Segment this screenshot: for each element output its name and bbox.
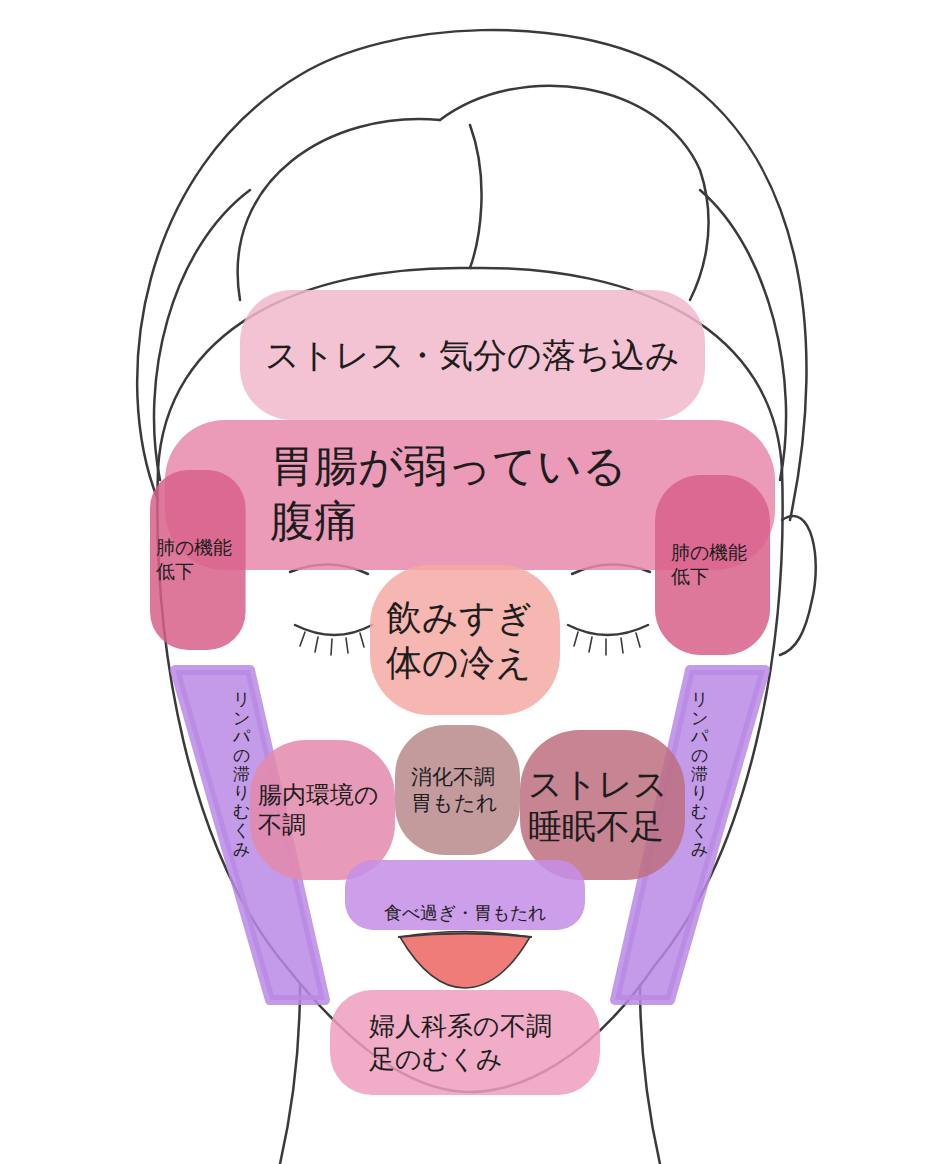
neck-line [640, 985, 660, 1164]
face-zone: 肺の機能 低下 [150, 470, 246, 650]
zone-label: 肺の機能 低下 [671, 541, 755, 589]
zone-shape [395, 725, 520, 855]
face-zone: 腸内環境の 不調 [250, 740, 395, 880]
zone-label: 肺の機能 低下 [156, 536, 240, 584]
face-zone: 飲みすぎ 体の冷え [370, 565, 560, 715]
hair-strand [470, 125, 482, 268]
zone-blob [520, 730, 685, 880]
zone-label: 飲みすぎ 体の冷え [386, 595, 544, 685]
zone-blob [370, 565, 560, 715]
zone-blob [655, 475, 770, 655]
zone-shape [520, 730, 685, 880]
eyelashes [300, 632, 364, 655]
ear [780, 516, 816, 655]
zone-label: 消化不調 胃もたれ [411, 764, 503, 817]
face-zone: 肺の機能 低下 [655, 475, 770, 655]
face-zone: 食べ過ぎ・胃もたれ [345, 860, 585, 930]
zone-label: リンパの滞りむくみ [691, 690, 708, 858]
face-zone: 消化不調 胃もたれ [395, 725, 520, 855]
zone-label: リンパの滞りむくみ [233, 690, 250, 858]
zone-label: 婦人科系の不調 足のむくみ [369, 1010, 561, 1075]
zone-label: ストレス 睡眠不足 [528, 763, 678, 848]
zone-shape [370, 565, 560, 715]
face-zone: ストレス・気分の落ち込み [240, 290, 705, 420]
zone-blob [395, 725, 520, 855]
zone-label: 腸内環境の 不調 [258, 780, 388, 840]
zone-blob [330, 990, 600, 1095]
mouth-line [398, 934, 532, 938]
face-zone: 婦人科系の不調 足のむくみ [330, 990, 600, 1095]
lower-lip [400, 932, 530, 989]
zone-blob [240, 290, 705, 420]
hair-strand [238, 119, 440, 300]
zone-shape [330, 990, 600, 1095]
eyelashes [574, 632, 640, 655]
zone-blob [250, 740, 395, 880]
zone-shape [250, 740, 395, 880]
zone-blob [345, 860, 585, 930]
zone-label: 食べ過ぎ・胃もたれ [384, 902, 546, 925]
zone-blob [150, 470, 246, 650]
zone-label: 胃腸が弱っている 腹痛 [270, 438, 640, 548]
neck-line [280, 985, 300, 1164]
zone-label: ストレス・気分の落ち込み [265, 334, 680, 377]
face-zone: ストレス 睡眠不足 [520, 730, 685, 880]
